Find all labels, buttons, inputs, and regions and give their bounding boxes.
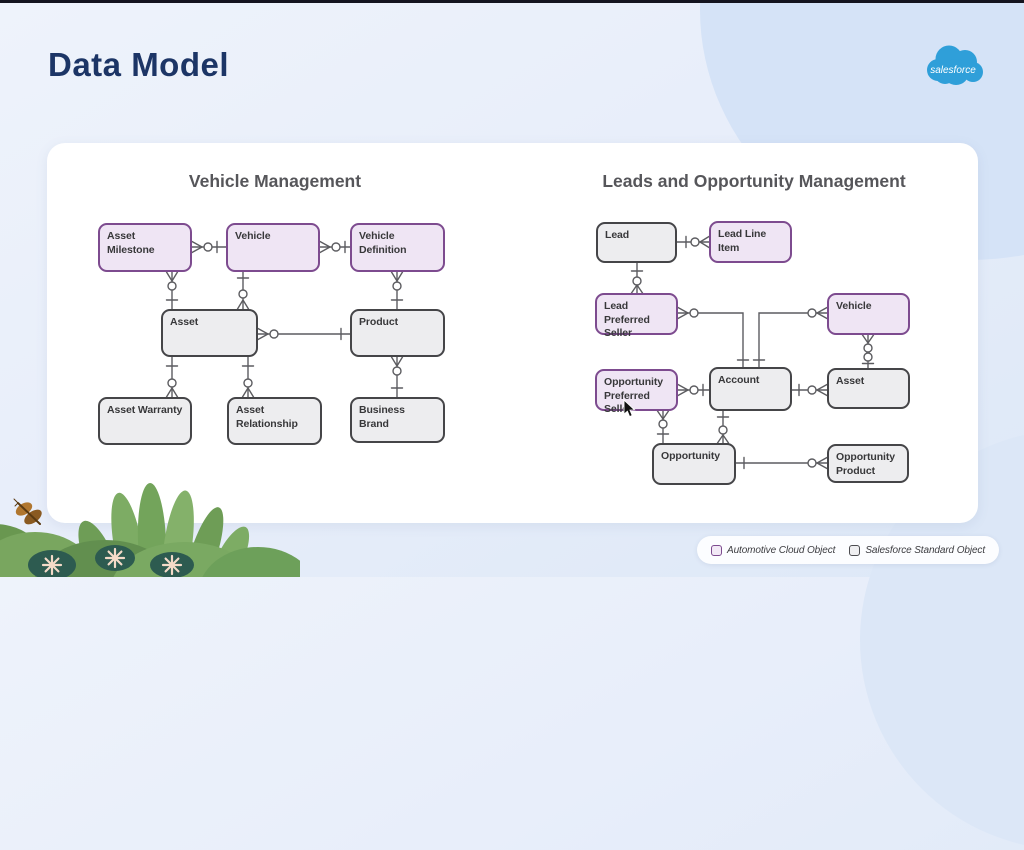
- diagram-title-vehicle-management: Vehicle Management: [188, 171, 362, 191]
- slide-card: [47, 143, 978, 523]
- diagram-title-leads-opportunity: Leads and Opportunity Management: [602, 171, 906, 191]
- legend-label: Salesforce Standard Object: [865, 544, 986, 556]
- legend-item-standard: Salesforce Standard Object: [849, 544, 986, 556]
- legend: Automotive Cloud Object Salesforce Stand…: [697, 536, 1000, 564]
- salesforce-logo: salesforce: [927, 45, 983, 85]
- butterfly-icon: [13, 498, 42, 525]
- automotive-cloud-swatch-icon: [711, 544, 722, 556]
- legend-item-automotive: Automotive Cloud Object: [711, 544, 836, 556]
- legend-label: Automotive Cloud Object: [727, 544, 836, 556]
- salesforce-logo-text: salesforce: [930, 65, 976, 76]
- salesforce-standard-swatch-icon: [849, 544, 861, 556]
- top-border-strip: [0, 0, 1024, 3]
- page-title: Data Model: [48, 46, 230, 83]
- flower-icon: [41, 547, 183, 576]
